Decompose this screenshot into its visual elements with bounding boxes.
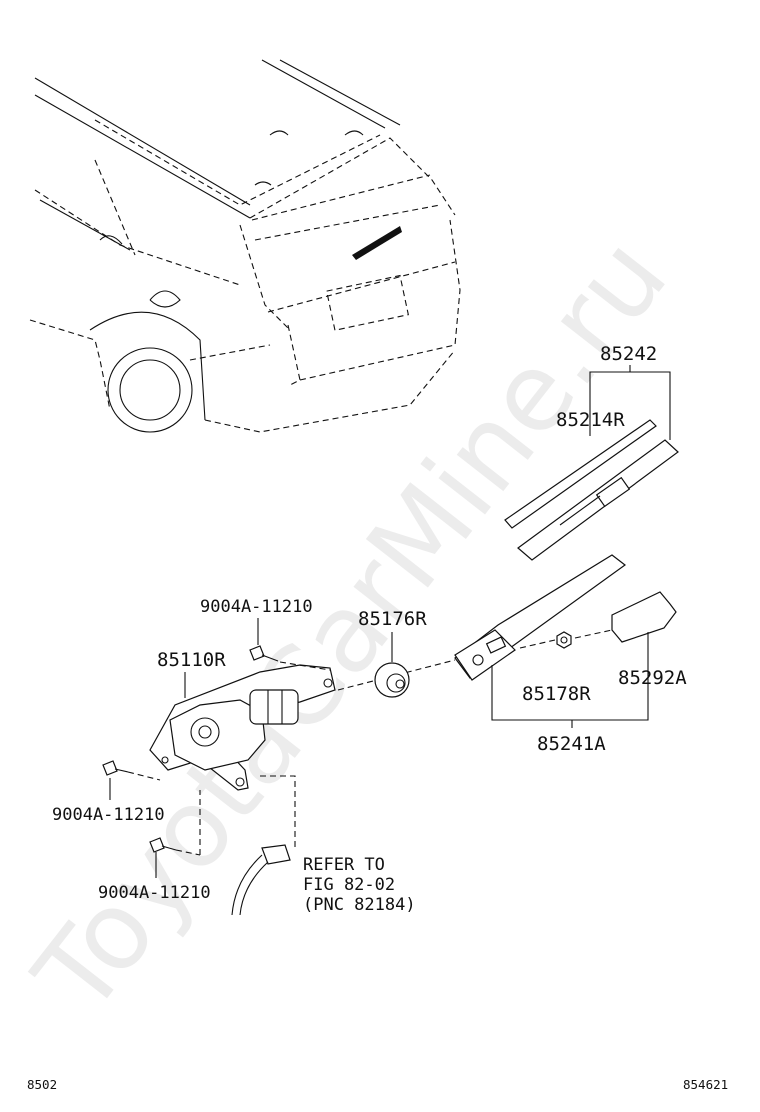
wiper-blade-insert xyxy=(504,419,657,529)
wiper-arm-cap xyxy=(611,591,677,643)
bolt-top xyxy=(249,645,279,662)
grommet xyxy=(374,662,410,698)
label-85176R: 85176R xyxy=(358,608,427,630)
refer-note-line1: REFER TO xyxy=(303,855,385,875)
footer-left-code: 8502 xyxy=(27,1077,57,1092)
wiper-blade-assembly xyxy=(504,419,679,561)
label-85241A: 85241A xyxy=(537,733,606,755)
label-bolt-middle: 9004A-11210 xyxy=(52,805,165,825)
bolt-bottom xyxy=(149,837,177,853)
label-bolt-top: 9004A-11210 xyxy=(200,597,313,617)
label-85110R: 85110R xyxy=(157,649,226,671)
footer-right-code: 854621 xyxy=(683,1077,728,1092)
wire-connector xyxy=(231,844,291,916)
label-85292A: 85292A xyxy=(618,667,687,689)
vehicle-rear-illustration xyxy=(29,59,461,433)
wiper-blade xyxy=(517,439,679,561)
bolt-middle xyxy=(102,760,129,776)
wiper-motor xyxy=(149,664,336,791)
wiper-arm xyxy=(454,554,627,681)
nut xyxy=(556,631,572,649)
refer-note-line3: (PNC 82184) xyxy=(303,895,416,915)
label-85214R: 85214R xyxy=(556,409,625,431)
refer-note-line2: FIG 82-02 xyxy=(303,875,395,895)
label-bolt-bottom: 9004A-11210 xyxy=(98,883,211,903)
label-85178R: 85178R xyxy=(522,683,591,705)
label-85242: 85242 xyxy=(600,343,657,365)
